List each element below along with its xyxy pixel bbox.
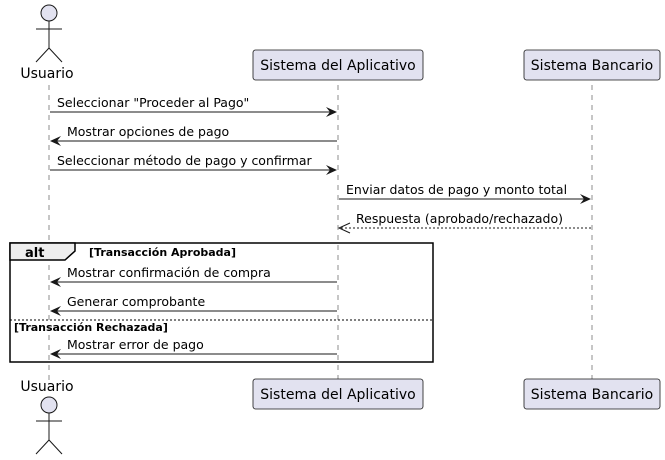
message-5: Respuesta (aprobado/rechazado) xyxy=(337,211,591,234)
message-2: Mostrar opciones de pago xyxy=(50,124,337,146)
fragment-keyword: alt xyxy=(25,246,44,261)
arrow-head-right xyxy=(326,165,337,175)
message-4: Enviar datos de pago y monto total xyxy=(339,182,591,204)
message-label: Mostrar confirmación de compra xyxy=(67,265,271,280)
fragment-guard-2: [Transacción Rechazada] xyxy=(14,321,168,334)
fragment-frame xyxy=(9,242,434,363)
arrow-head-left xyxy=(50,349,61,359)
participant-sistema-aplicativo-top: Sistema del Aplicativo xyxy=(252,49,424,81)
actor-icon xyxy=(35,396,63,455)
message-7: Generar comprobante xyxy=(50,294,337,316)
message-label: Respuesta (aprobado/rechazado) xyxy=(356,211,563,226)
actor-usuario-top: Usuario xyxy=(20,4,74,82)
arrow-head-open-left xyxy=(337,222,351,234)
message-label: Seleccionar método de pago y confirmar xyxy=(57,153,313,168)
actor-label-bottom: Usuario xyxy=(20,379,73,395)
message-6: Mostrar confirmación de compra xyxy=(50,265,337,287)
participant-sistema-aplicativo-bottom: Sistema del Aplicativo xyxy=(252,378,424,410)
arrow-head-left xyxy=(50,306,61,316)
participant-label: Sistema Bancario xyxy=(531,58,653,74)
message-8: Mostrar error de pago xyxy=(50,337,337,359)
alt-fragment: alt [Transacción Aprobada] [Transacción … xyxy=(9,242,434,363)
message-3: Seleccionar método de pago y confirmar xyxy=(50,153,337,175)
message-label: Mostrar opciones de pago xyxy=(67,124,229,139)
participant-sistema-bancario-top: Sistema Bancario xyxy=(523,49,661,81)
actor-label-top: Usuario xyxy=(20,66,73,82)
message-label: Mostrar error de pago xyxy=(67,337,204,352)
actor-icon xyxy=(35,4,63,63)
participant-label: Sistema del Aplicativo xyxy=(260,58,415,74)
participant-label: Sistema Bancario xyxy=(531,387,653,403)
participant-sistema-bancario-bottom: Sistema Bancario xyxy=(523,378,661,410)
message-label: Seleccionar "Proceder al Pago" xyxy=(57,95,249,110)
message-label: Enviar datos de pago y monto total xyxy=(346,182,567,197)
arrow-head-left xyxy=(50,136,61,146)
message-label: Generar comprobante xyxy=(67,294,205,309)
fragment-tab xyxy=(9,242,76,261)
participant-label: Sistema del Aplicativo xyxy=(260,387,415,403)
message-1: Seleccionar "Proceder al Pago" xyxy=(50,95,337,117)
arrow-head-right xyxy=(580,194,591,204)
actor-usuario-bottom: Usuario xyxy=(20,379,74,455)
fragment-guard-1: [Transacción Aprobada] xyxy=(89,246,236,259)
arrow-head-right xyxy=(326,107,337,117)
arrow-head-left xyxy=(50,277,61,287)
